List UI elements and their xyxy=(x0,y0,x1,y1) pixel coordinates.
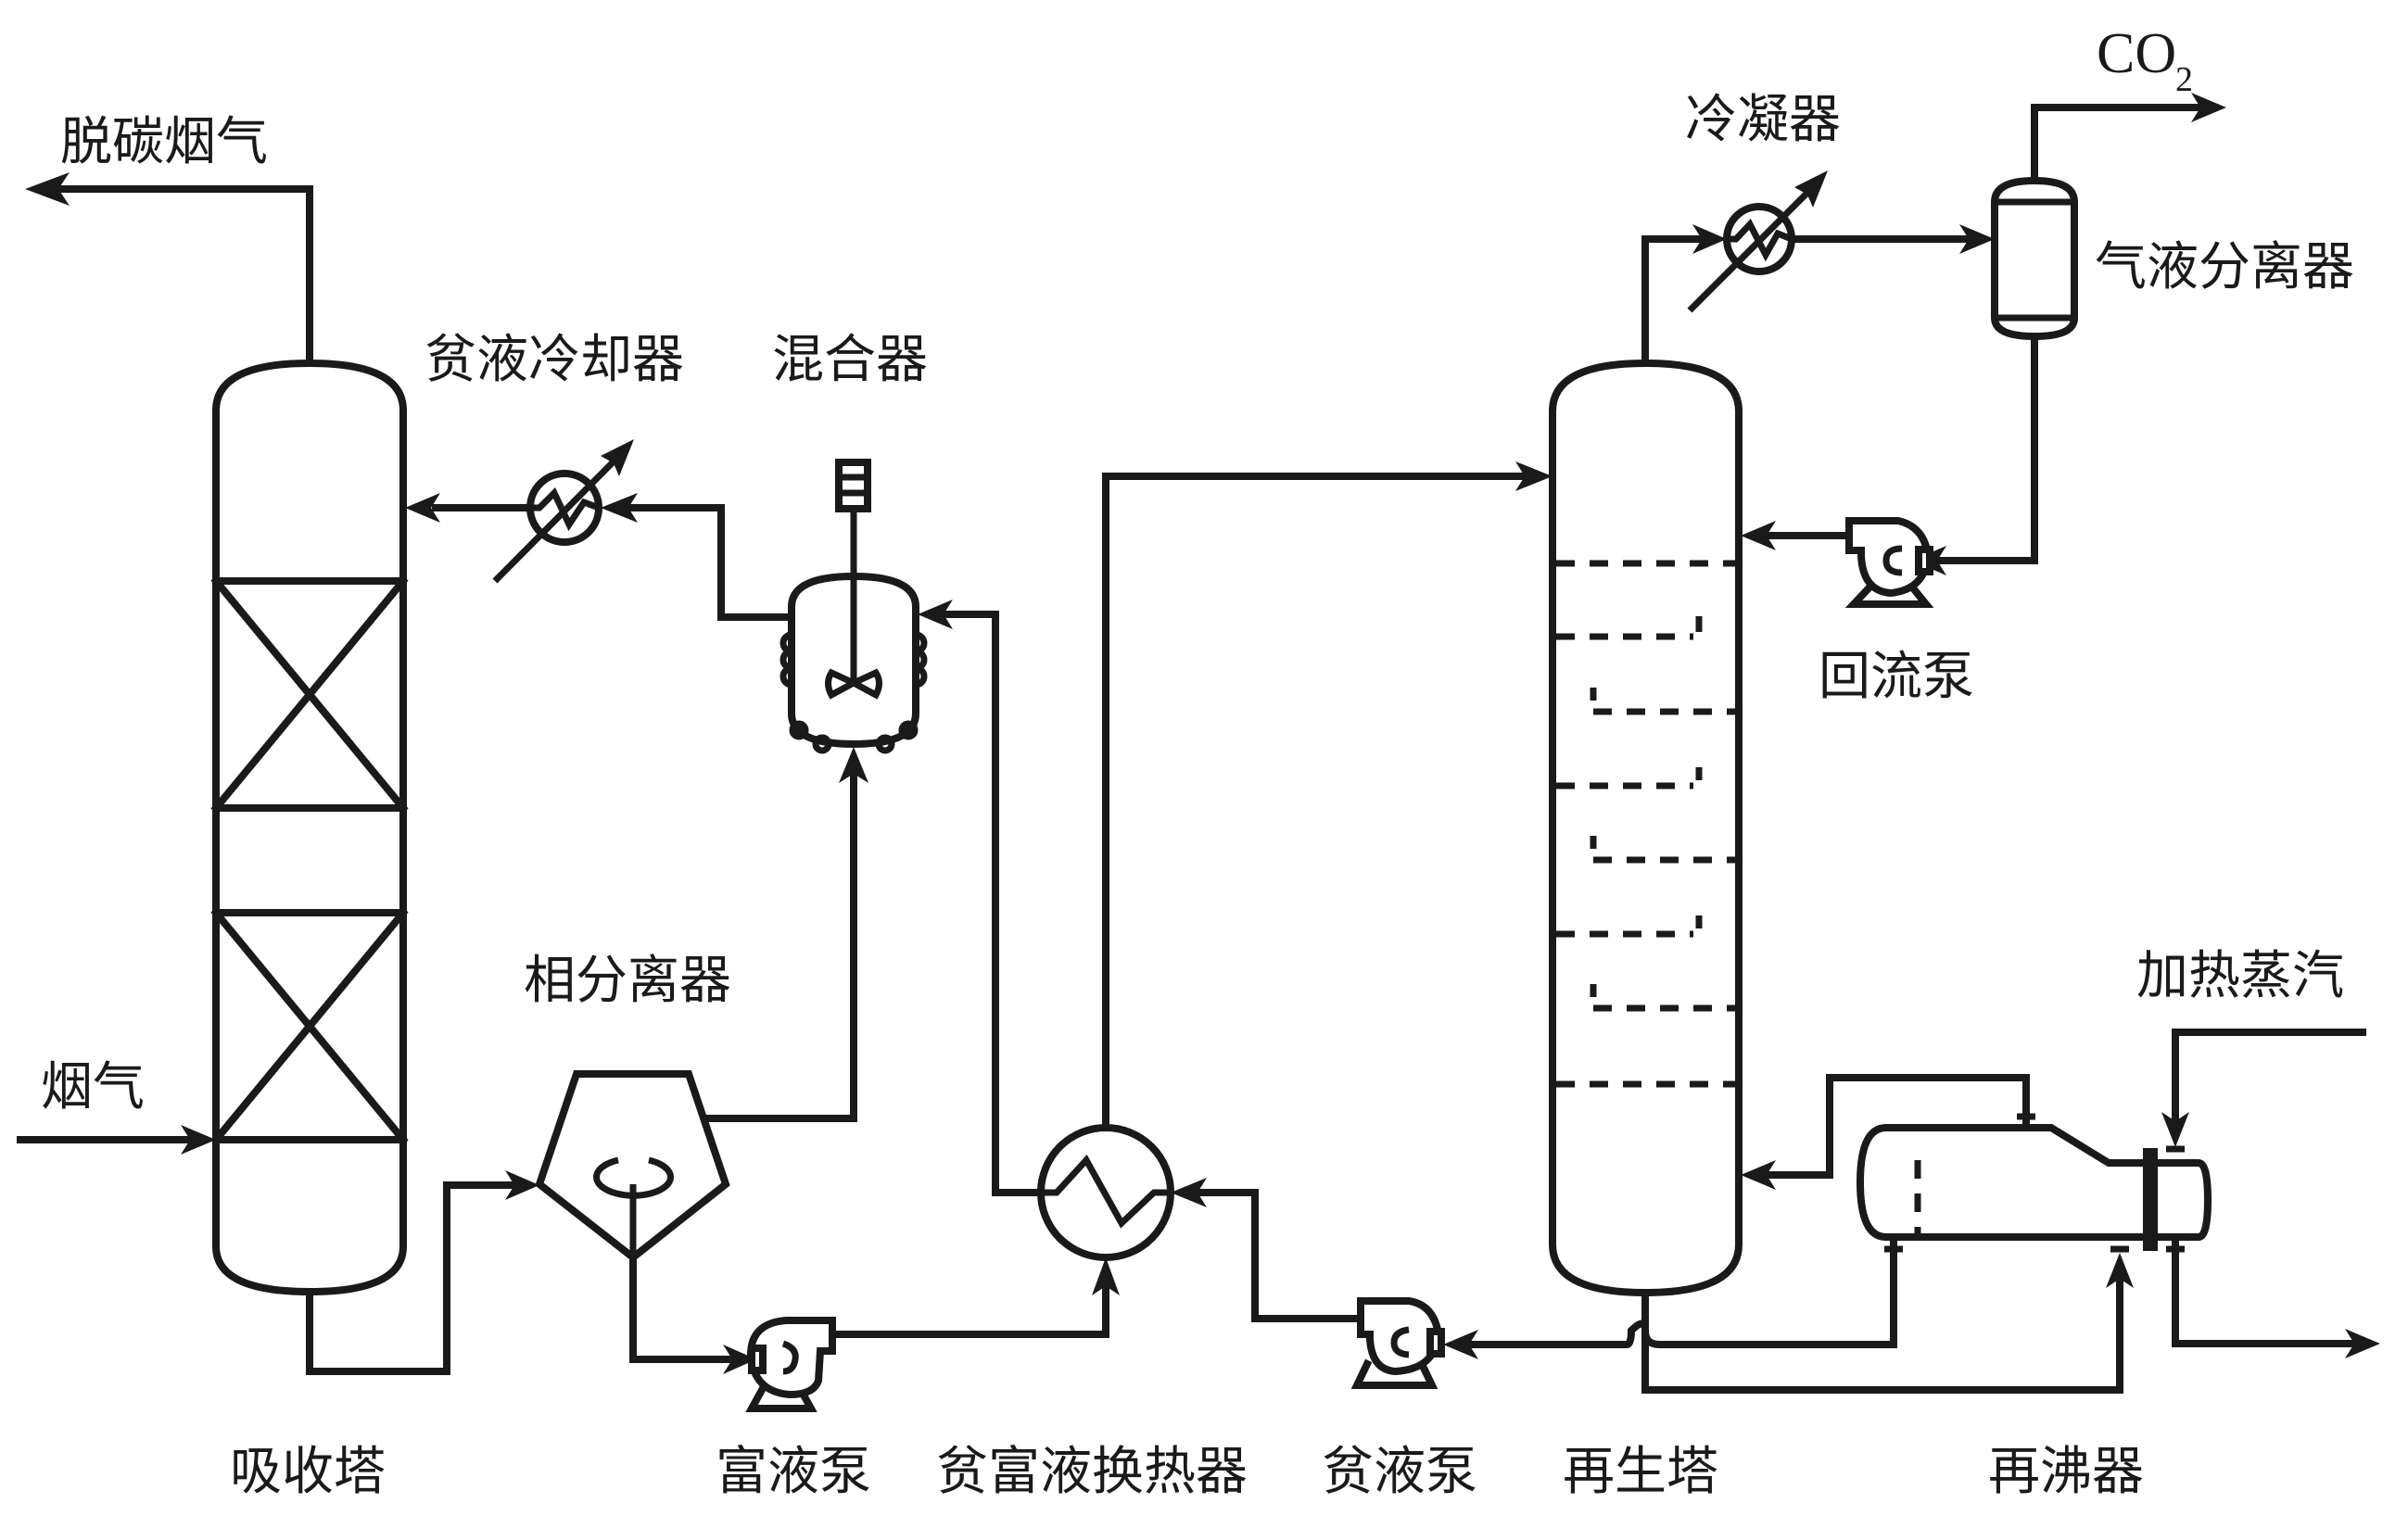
lean-pump xyxy=(1171,1178,1445,1389)
separator-to-rich-pump-line xyxy=(629,1254,736,1363)
label-co2-subscript: 2 xyxy=(2175,60,2193,99)
treated-flue-gas-line xyxy=(25,172,313,367)
lean-rich-heat-exchanger xyxy=(1037,461,1553,1261)
gas-liquid-separator xyxy=(1912,93,2226,575)
regenerator xyxy=(1549,359,1743,1297)
arrow-icon xyxy=(1443,1330,1478,1359)
label-heating-steam: 加热蒸汽 xyxy=(2136,946,2344,1006)
rich-solution-line xyxy=(306,1170,539,1375)
regenerator-bottoms-line xyxy=(1641,1275,2123,1394)
label-lean-pump: 贫液泵 xyxy=(1322,1442,1477,1502)
label-lean-cooler: 贫液冷却器 xyxy=(425,330,684,390)
mixer-motor-icon xyxy=(835,459,871,512)
lean-pump-to-hx-line xyxy=(1192,1189,1364,1322)
mixer-jacket-coils xyxy=(779,631,928,754)
reboiler-to-lean-pump-line xyxy=(1465,1233,1897,1348)
hx-to-regenerator-line xyxy=(1102,473,1528,1131)
rich-pump-to-hx-line xyxy=(829,1280,1109,1338)
arrow-icon xyxy=(601,493,638,523)
lean-cooler xyxy=(405,439,795,621)
arrow-icon xyxy=(723,1345,756,1374)
label-regenerator: 再生塔 xyxy=(1563,1442,1718,1502)
absorber xyxy=(210,359,409,1296)
mixer xyxy=(779,459,928,754)
condensate-outlet-line xyxy=(2172,1233,2358,1347)
lean-solution-to-mixer-line xyxy=(918,600,1045,1196)
arrow-icon xyxy=(2191,93,2226,122)
phase-separator xyxy=(535,747,868,1374)
rich-pump xyxy=(745,1257,1120,1412)
arrow-icon xyxy=(839,747,868,783)
label-lean-rich-hx: 贫富液换热器 xyxy=(936,1442,1248,1502)
arrow-icon xyxy=(2161,1112,2189,1147)
label-mixer: 混合器 xyxy=(772,330,928,390)
mixer-impeller-icon xyxy=(825,668,882,700)
label-treated-flue-gas: 脱碳烟气 xyxy=(60,112,268,172)
arrow-icon xyxy=(1171,1178,1207,1207)
arrow-icon xyxy=(405,493,440,523)
reboiler-vapor-return-line xyxy=(1762,1074,2030,1179)
reboiler xyxy=(1443,1029,2380,1394)
separator-to-mixer-line xyxy=(701,770,857,1122)
flue-gas-inlet-line xyxy=(17,1125,216,1155)
absorber-packing-upper xyxy=(210,575,409,814)
regenerator-shell xyxy=(1549,359,1743,1297)
arrow-icon xyxy=(1959,224,1995,254)
mixer-to-cooler-line xyxy=(622,504,795,621)
arrow-icon xyxy=(1092,1257,1120,1295)
arrow-icon xyxy=(25,172,70,206)
absorber-packing-lower xyxy=(210,907,409,1145)
absorber-shell xyxy=(212,359,407,1296)
reboiler-flange xyxy=(2143,1148,2158,1251)
co2-outlet-line xyxy=(2031,104,2205,184)
condenser xyxy=(1687,170,1995,313)
label-flue-gas: 烟气 xyxy=(41,1057,145,1118)
arrow-icon xyxy=(1741,1160,1776,1190)
label-gas-liquid-separator: 气液分离器 xyxy=(2095,237,2354,297)
arrow-icon xyxy=(918,600,953,629)
separator-to-reflux-pump-line xyxy=(1933,333,2038,564)
label-phase-separator: 相分离器 xyxy=(524,951,731,1011)
arrow-icon xyxy=(181,1125,216,1155)
label-co2: CO 2 xyxy=(2097,22,2193,99)
arrow-icon xyxy=(1515,461,1553,491)
arrow-icon xyxy=(2345,1329,2380,1358)
regenerator-trays xyxy=(1556,560,1735,1088)
label-rich-pump: 富液泵 xyxy=(716,1442,871,1502)
reflux-pump xyxy=(1741,517,1934,608)
label-condenser: 冷凝器 xyxy=(1685,90,1841,150)
arrow-icon xyxy=(1692,224,1727,254)
label-absorber: 吸收塔 xyxy=(230,1442,386,1502)
label-co2-main: CO xyxy=(2097,22,2176,85)
arrow-icon xyxy=(1794,170,1828,208)
arrow-icon xyxy=(2106,1253,2134,1288)
arrow-icon xyxy=(505,1170,539,1200)
label-reflux-pump: 回流泵 xyxy=(1819,647,1974,707)
regenerator-overhead-line xyxy=(1641,224,1727,367)
arrow-icon xyxy=(601,439,634,476)
heating-steam-inlet-line xyxy=(2172,1029,2366,1125)
label-reboiler: 再沸器 xyxy=(1988,1442,2144,1502)
arrow-icon xyxy=(1741,521,1776,550)
